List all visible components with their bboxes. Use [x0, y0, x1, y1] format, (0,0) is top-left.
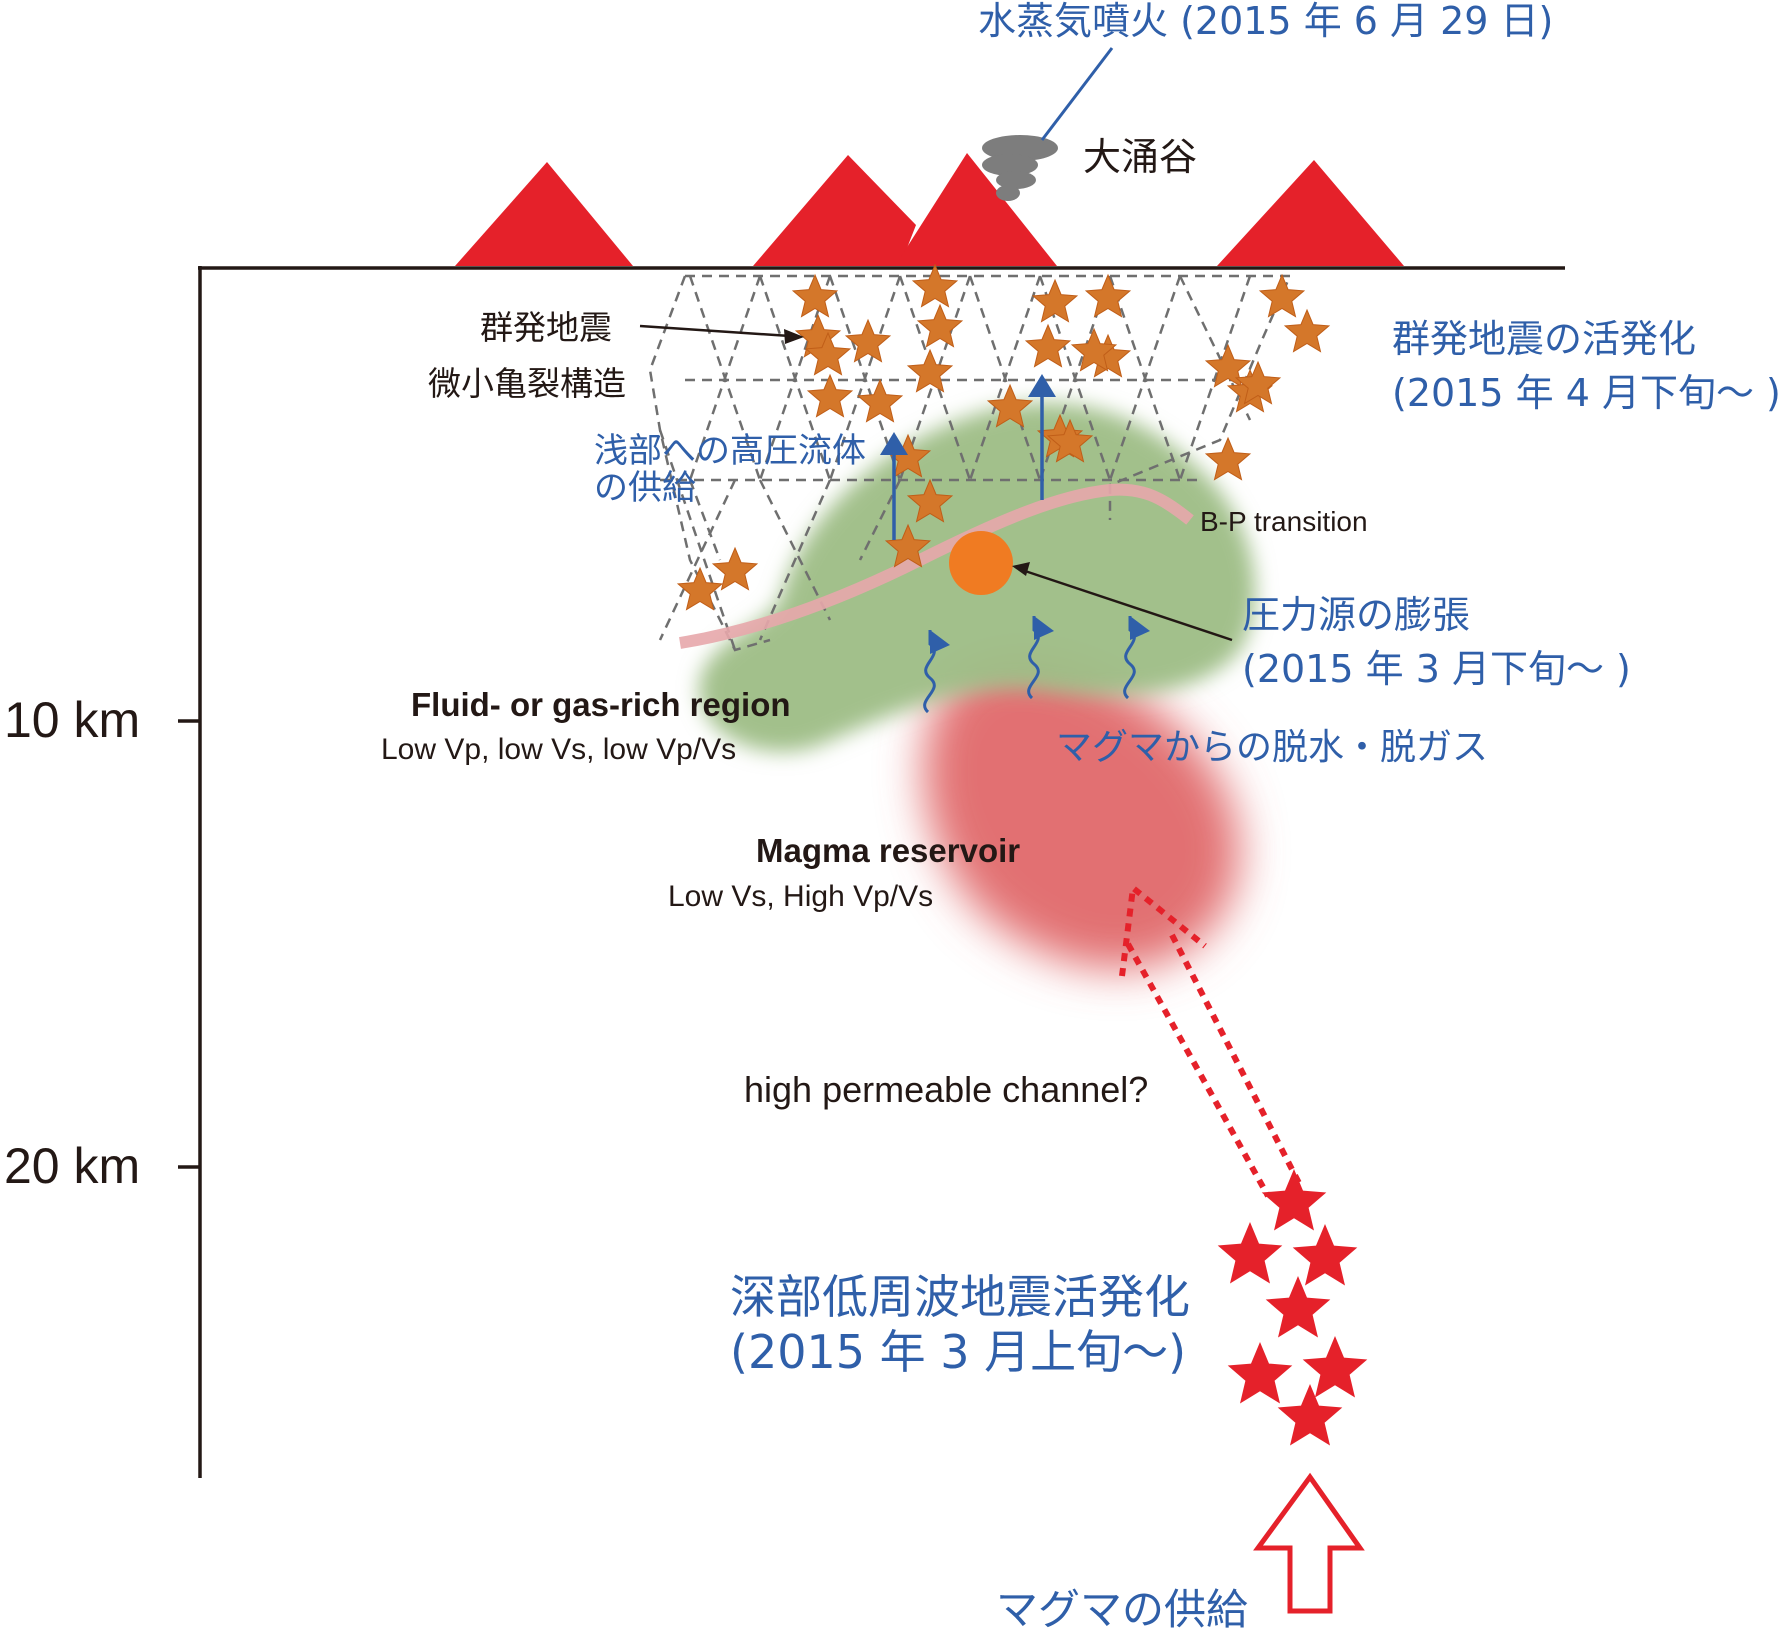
swarm-activation-label: 群発地震の活発化 — [1392, 317, 1697, 361]
swarm-star-20 — [906, 478, 954, 523]
swarm-star-8 — [844, 318, 892, 363]
deep-star-3 — [1292, 1224, 1358, 1286]
volcano-1 — [455, 162, 633, 266]
deep-star-5 — [1227, 1342, 1293, 1404]
volcano-3 — [895, 153, 1057, 266]
owakudani-label: 大涌谷 — [1083, 135, 1198, 179]
magma-reservoir-shape — [923, 657, 1240, 970]
microcrack-segment-16 — [1178, 275, 1252, 481]
swarm-star-4 — [1084, 273, 1132, 318]
volcano-2 — [753, 155, 916, 266]
swarm-star-3 — [1031, 278, 1079, 323]
microcrack-segment-15 — [1178, 275, 1252, 421]
microcrack-segment-18 — [658, 479, 737, 641]
microcrack-segment-20 — [758, 479, 832, 641]
microcrack-segment-19 — [758, 479, 832, 621]
axis-tick-label-20km: 20 km — [4, 1138, 141, 1194]
fluid-supply-label-2: の供給 — [594, 468, 696, 508]
swarm-star-25 — [711, 546, 759, 591]
swarm-star-16 — [986, 383, 1034, 428]
swarm-star-6 — [1283, 308, 1331, 353]
swarm-star-24 — [676, 566, 724, 611]
fluid-supply-arrows — [880, 374, 1056, 540]
swarm-star-14 — [856, 378, 904, 423]
fluid-supply-label: 浅部への高圧流体 — [594, 431, 866, 471]
swarm-star-22 — [1204, 436, 1252, 481]
swarm-star-2 — [911, 263, 959, 308]
deep-star-1 — [1261, 1169, 1327, 1231]
swarm-star-23 — [1234, 360, 1282, 405]
swarm-star-1 — [791, 273, 839, 318]
swarm-star-15 — [906, 348, 954, 393]
microcrack-segment-6 — [828, 275, 902, 481]
microcrack-segment-22 — [688, 479, 722, 561]
deep-star-7 — [1277, 1384, 1343, 1446]
permeable-channel — [1119, 882, 1303, 1198]
microcrack-segment-2 — [688, 275, 762, 481]
microcrack-segment-14 — [1108, 275, 1182, 481]
swarm-star-5 — [1258, 273, 1306, 318]
microcrack-segment-17 — [658, 429, 737, 651]
swarm-star-13 — [806, 373, 854, 418]
fluid-region-title: Fluid- or gas-rich region — [411, 686, 791, 723]
magma-reservoir-properties: Low Vs, High Vp/Vs — [668, 880, 934, 913]
leader-arrows — [639, 324, 1233, 642]
bp-transition-label: B-P transition — [1200, 506, 1368, 537]
pressure-source-date: (2015 年 3 月下旬〜 ) — [1242, 647, 1631, 691]
microcrack-network — [658, 275, 1262, 651]
bp-transition-line — [679, 483, 1194, 649]
microcrack-segment-10 — [968, 275, 1042, 481]
deep-lf-date: (2015 年 3 月上旬〜) — [730, 1325, 1187, 1379]
swarm-star-21 — [1046, 418, 1094, 463]
swarm-star-12 — [1204, 343, 1252, 388]
volcanoes — [455, 153, 1404, 266]
permeable-channel-label: high permeable channel? — [744, 1069, 1149, 1110]
eruption-label: 水蒸気噴火 (2015 年 6 月 29 日) — [978, 0, 1554, 43]
degassing-arrows — [923, 616, 1150, 714]
swarm-star-10 — [1024, 323, 1072, 368]
dehydration-label: マグマからの脱水・脱ガス — [1056, 727, 1489, 768]
swarm-star-26 — [884, 523, 932, 568]
swarm-star-27 — [804, 331, 852, 376]
swarm-earthquakes — [676, 263, 1331, 611]
pressure-source-label: 圧力源の膨張 — [1242, 593, 1471, 637]
steam-plume-icon — [982, 135, 1058, 201]
volcano-4 — [1217, 160, 1404, 266]
fluid-region-properties: Low Vp, low Vs, low Vp/Vs — [381, 733, 737, 766]
swarm-activation-date: (2015 年 4 月下旬〜 ) — [1392, 371, 1779, 415]
deep-star-6 — [1302, 1336, 1368, 1398]
microcrack-segment-21 — [858, 479, 902, 561]
magma-supply-label: マグマの供給 — [996, 1585, 1249, 1634]
microcrack-label: 微小亀裂構造 — [428, 364, 626, 403]
deep-lf-label: 深部低周波地震活発化 — [730, 1270, 1190, 1324]
axis-tick-label-10km: 10 km — [4, 692, 141, 748]
swarm-star-9 — [916, 303, 964, 348]
magma-reservoir-title: Magma reservoir — [756, 832, 1021, 869]
deep-lf-earthquakes — [1217, 1169, 1368, 1446]
swarm-label: 群発地震 — [480, 308, 612, 347]
eruption-leader-line — [1040, 47, 1114, 141]
magma-supply-arrow — [1253, 1472, 1365, 1614]
pressure-source — [949, 531, 1013, 595]
deep-star-2 — [1217, 1222, 1283, 1284]
deep-star-4 — [1265, 1276, 1331, 1338]
swarm-star-28 — [1070, 327, 1118, 372]
